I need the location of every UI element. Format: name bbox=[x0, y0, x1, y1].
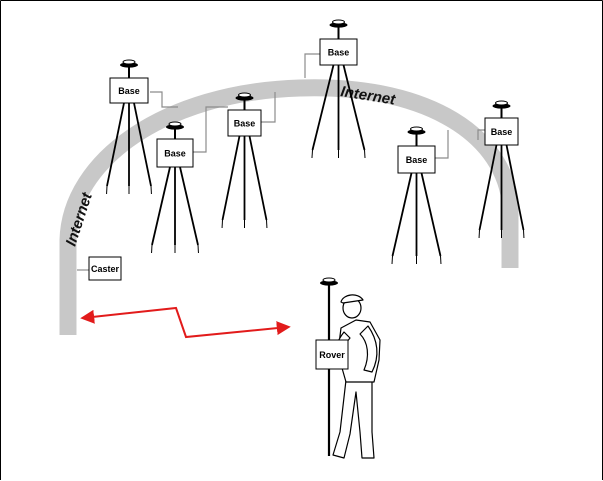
internet-arch bbox=[59, 79, 519, 335]
tripod-spike bbox=[311, 149, 313, 159]
tripod-leg bbox=[420, 172, 442, 257]
tripod-leg bbox=[342, 64, 366, 151]
base-box bbox=[484, 117, 519, 146]
gnss-antenna-top bbox=[122, 59, 136, 65]
tripod-leg bbox=[179, 166, 199, 246]
tripod-leg bbox=[311, 64, 335, 151]
base-station: Base bbox=[221, 92, 268, 229]
base-station: Base bbox=[478, 100, 525, 239]
base-label: Base bbox=[234, 119, 256, 129]
tripod-leg bbox=[248, 135, 268, 221]
rover-pole: Rover bbox=[315, 277, 349, 456]
base-box bbox=[397, 145, 436, 174]
base-label: Base bbox=[328, 48, 350, 58]
base-label: Base bbox=[164, 149, 186, 159]
base-box bbox=[227, 109, 262, 137]
gnss-antenna-top bbox=[495, 100, 508, 106]
caster-node: Caster bbox=[88, 256, 122, 281]
rover-operator bbox=[332, 294, 381, 459]
base-station: Base bbox=[106, 59, 152, 195]
base-connectors bbox=[150, 53, 485, 159]
tripod-spike bbox=[364, 149, 366, 159]
gnss-antenna-top bbox=[410, 126, 423, 132]
tripod-leg bbox=[133, 102, 152, 187]
gnss-antenna-top bbox=[168, 121, 182, 127]
tripod-leg bbox=[151, 166, 171, 246]
base-label: Base bbox=[406, 155, 428, 165]
tripod-leg bbox=[221, 135, 241, 221]
base-label: Base bbox=[491, 127, 513, 137]
radio-link-arrow bbox=[80, 306, 291, 339]
tripod-leg bbox=[505, 144, 525, 231]
gnss-antenna-top bbox=[238, 92, 251, 98]
rover-label: Rover bbox=[319, 350, 345, 360]
base-station: Base bbox=[391, 126, 442, 265]
base-station: Base bbox=[311, 19, 366, 159]
tripod-leg bbox=[106, 102, 125, 187]
tripod-leg bbox=[478, 144, 498, 231]
base-station: Base bbox=[151, 121, 199, 254]
base-box bbox=[156, 138, 194, 168]
tripod-leg bbox=[391, 172, 413, 257]
caster-label: Caster bbox=[91, 264, 120, 274]
gnss-antenna-top bbox=[332, 19, 345, 25]
base-label: Base bbox=[118, 86, 140, 96]
base-box bbox=[319, 38, 358, 66]
base-box bbox=[109, 77, 149, 104]
